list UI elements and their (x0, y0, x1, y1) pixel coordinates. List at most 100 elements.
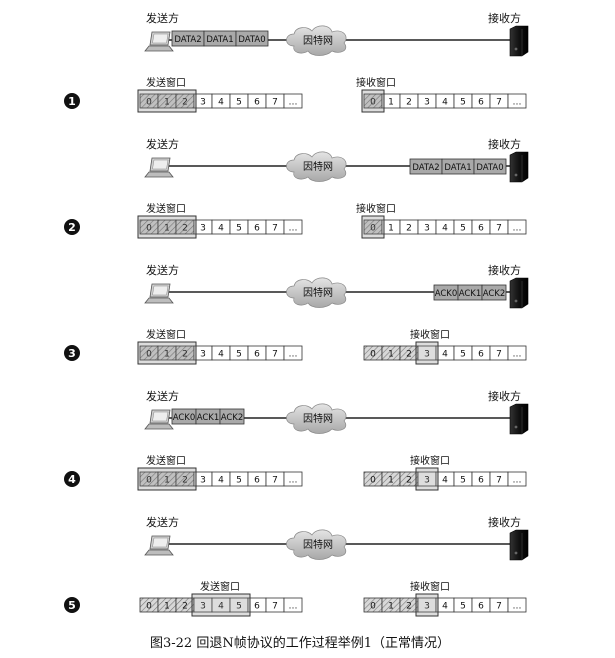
packet-label: ACK0 (435, 289, 458, 299)
sequence-number: 3 (424, 350, 430, 360)
recv-sequence-strip: 01234567… (361, 89, 527, 113)
sequence-number: 1 (388, 224, 394, 234)
sequence-number: 7 (496, 350, 502, 360)
sequence-number: 1 (164, 350, 170, 360)
internet-label: 因特网 (303, 413, 333, 425)
receiver-label: 接收方 (488, 263, 521, 277)
internet-cloud: 因特网 (286, 529, 347, 560)
step-number-badge: 2 (64, 219, 80, 235)
packet-box (473, 158, 507, 175)
laptop-icon (144, 31, 174, 52)
sequence-cell (283, 219, 303, 235)
sequence-number: 3 (424, 98, 430, 108)
recv-window-label: 接收窗口 (356, 202, 396, 215)
send-sequence-strip: 01234567… (139, 593, 303, 617)
sequence-number: 0 (370, 350, 376, 360)
sequence-number: 2 (182, 224, 188, 234)
packet-label: DATA1 (206, 35, 233, 45)
sequence-number: 6 (254, 98, 260, 108)
window-frame (415, 341, 439, 365)
packet-label: DATA0 (238, 35, 265, 45)
receiver-label: 接收方 (488, 11, 521, 25)
sequence-number: 3 (424, 476, 430, 486)
send-sequence-strip: 01234567… (137, 215, 303, 239)
packet-box (481, 284, 507, 301)
receiver-label: 接收方 (488, 389, 521, 403)
window-frame (191, 593, 251, 617)
sequence-number: 2 (406, 602, 412, 612)
packet-label: ACK1 (197, 413, 220, 423)
sequence-number: 6 (254, 350, 260, 360)
send-window-label: 发送窗口 (200, 580, 240, 593)
recv-sequence-strip: 01234567… (363, 341, 527, 365)
sequence-number: 7 (272, 602, 278, 612)
sequence-number: 1 (164, 602, 170, 612)
window-frame (137, 341, 197, 365)
sequence-number: 7 (496, 224, 502, 234)
sequence-number: 1 (164, 224, 170, 234)
sequence-number: 7 (272, 350, 278, 360)
server-icon (509, 25, 529, 57)
sequence-cell (283, 93, 303, 109)
step-4: 发送方接收方因特网ACK0ACK1ACK2401234567…发送窗口01234… (64, 389, 529, 491)
sequence-cell (507, 597, 527, 613)
sequence-number: 2 (406, 350, 412, 360)
window-frame (415, 467, 439, 491)
sequence-cell (283, 597, 303, 613)
sequence-number: 3 (200, 98, 206, 108)
step-number: 3 (68, 347, 76, 360)
sequence-number: 4 (218, 602, 224, 612)
sequence-number: 2 (182, 602, 188, 612)
sequence-number: 3 (200, 602, 206, 612)
internet-label: 因特网 (303, 539, 333, 551)
sequence-number: 4 (442, 98, 448, 108)
receiver-label: 接收方 (488, 137, 521, 151)
sequence-number: 0 (370, 224, 376, 234)
sender-label: 发送方 (146, 515, 179, 529)
sequence-number: … (513, 98, 522, 108)
internet-label: 因特网 (303, 35, 333, 47)
sequence-number: … (289, 476, 298, 486)
recv-window-label: 接收窗口 (410, 454, 450, 467)
sequence-number: 6 (254, 224, 260, 234)
sequence-number: 7 (496, 602, 502, 612)
sequence-number: 5 (236, 224, 242, 234)
send-sequence-strip: 01234567… (137, 341, 303, 365)
step-number: 4 (68, 473, 76, 486)
sequence-number: 2 (406, 476, 412, 486)
sequence-number: 0 (146, 476, 152, 486)
sequence-number: 6 (478, 476, 484, 486)
packet-label: DATA2 (174, 35, 201, 45)
sequence-number: 5 (460, 602, 466, 612)
send-sequence-strip: 01234567… (137, 467, 303, 491)
sequence-number: 1 (164, 476, 170, 486)
sequence-number: 5 (236, 98, 242, 108)
sender-label: 发送方 (146, 263, 179, 277)
sequence-number: 4 (442, 602, 448, 612)
figure-caption: 图3-22 回退N帧协议的工作过程举例1（正常情况） (150, 636, 450, 651)
step-number-badge: 3 (64, 345, 80, 361)
sequence-number: 0 (370, 602, 376, 612)
sequence-number: 7 (272, 476, 278, 486)
recv-sequence-strip: 01234567… (363, 467, 527, 491)
recv-window-label: 接收窗口 (410, 328, 450, 341)
packet-box (219, 408, 245, 425)
sequence-number: 0 (370, 476, 376, 486)
sequence-number: 3 (424, 224, 430, 234)
sequence-number: 0 (370, 98, 376, 108)
window-frame (137, 89, 197, 113)
sequence-number: 2 (182, 350, 188, 360)
send-window-label: 发送窗口 (146, 76, 186, 89)
sequence-number: 7 (272, 224, 278, 234)
sequence-number: 6 (478, 224, 484, 234)
sequence-number: … (513, 224, 522, 234)
sequence-number: 4 (442, 224, 448, 234)
packet-group: DATA2 DATA1 DATA0 (171, 30, 269, 47)
sequence-number: 7 (496, 98, 502, 108)
window-frame (361, 89, 385, 113)
step-number: 5 (68, 599, 76, 612)
sequence-number: 1 (388, 476, 394, 486)
sequence-number: 5 (460, 476, 466, 486)
